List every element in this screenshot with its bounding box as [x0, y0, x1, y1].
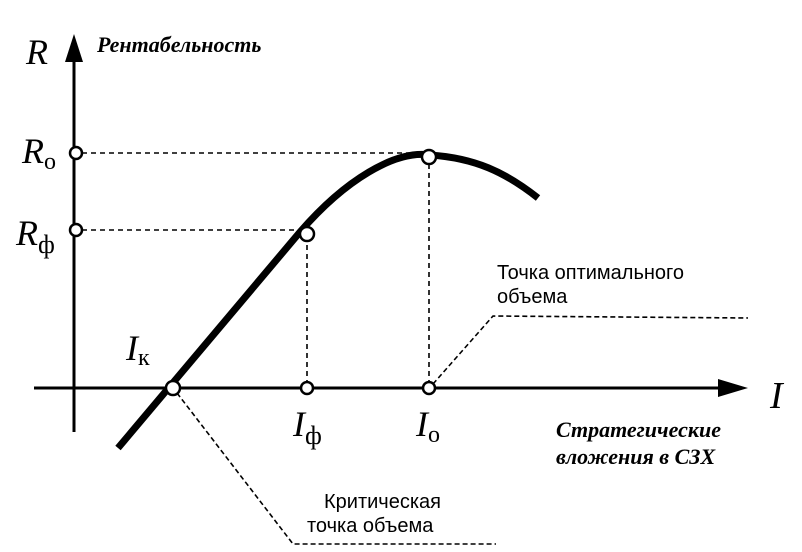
y-axis-symbol: R	[25, 32, 48, 72]
critical-point-label-line2: точка объема	[307, 515, 434, 537]
profitability-curve	[115, 150, 541, 451]
y-axis-arrowhead	[65, 34, 83, 62]
r-fact-marker	[68, 222, 84, 238]
i-fact-main: I	[292, 404, 307, 444]
optimal-point-leader	[432, 315, 749, 385]
critical-point-label-line1: Критическая	[324, 491, 441, 513]
optimum-point-marker	[420, 148, 438, 166]
r-fact-sub: ф	[38, 230, 55, 259]
i-opt-marker	[421, 380, 437, 396]
optimal-point-label-line1: Точка оптимального	[497, 262, 684, 284]
r-fact-label: Rф	[15, 213, 55, 259]
optimal-point-label-line2: объема	[497, 286, 568, 308]
y-axis-name: Рентабельность	[96, 32, 261, 57]
r-opt-main: R	[21, 131, 44, 171]
i-opt-sub: о	[428, 422, 440, 448]
i-fact-label: Iф	[292, 404, 322, 450]
x-axis-symbol: I	[769, 375, 785, 417]
x-axis-name-line2: вложения в СЗХ	[556, 444, 716, 469]
i-fact-marker	[299, 380, 315, 396]
i-crit-label: Iк	[125, 328, 150, 371]
r-fact-main: R	[15, 213, 38, 253]
i-fact-sub: ф	[305, 421, 322, 450]
i-opt-label: Iо	[415, 404, 440, 448]
r-opt-label: Rо	[21, 131, 56, 175]
fact-point-marker	[298, 225, 316, 243]
critical-point-marker	[164, 379, 182, 397]
x-axis-arrowhead	[718, 379, 748, 397]
i-crit-sub: к	[138, 345, 150, 371]
i-crit-main: I	[125, 328, 140, 368]
x-axis-name-line1: Стратегические	[556, 417, 721, 442]
r-opt-marker	[68, 145, 84, 161]
i-opt-main: I	[415, 404, 430, 444]
r-opt-sub: о	[44, 149, 56, 175]
